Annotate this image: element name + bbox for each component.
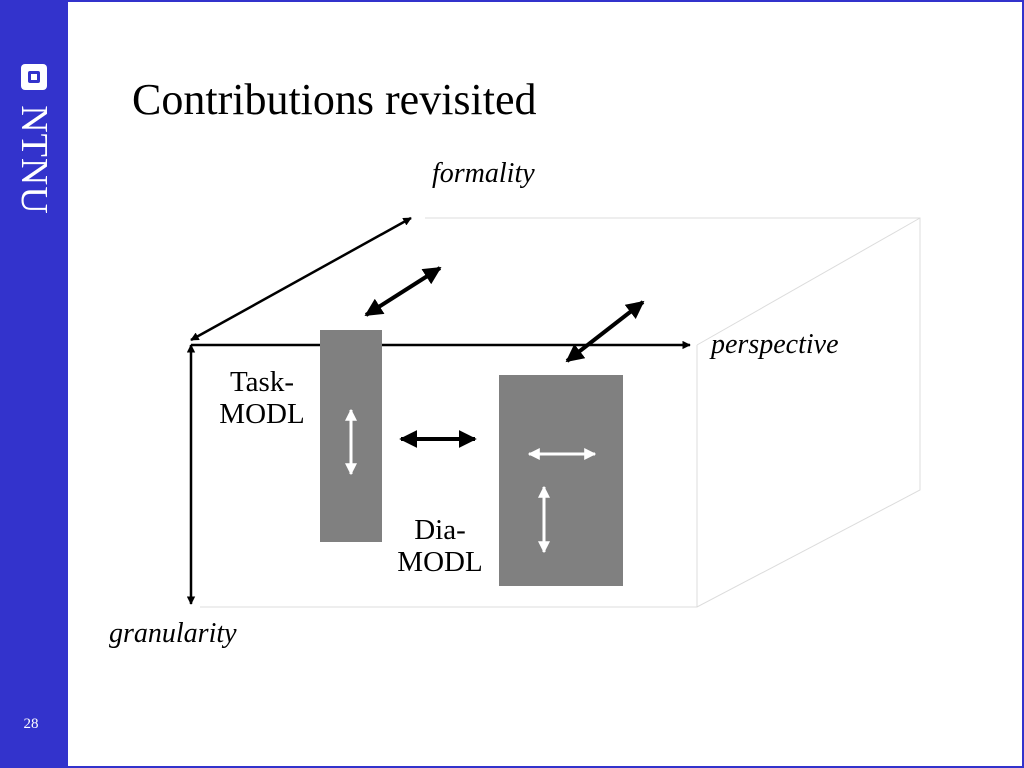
- formality-axis: [190, 216, 412, 342]
- task-modl-formality-arrow: [364, 266, 442, 317]
- task-modl-label: Task- MODL: [204, 366, 320, 430]
- dia-modl-box: [499, 375, 623, 586]
- dia-modl-label-line2: MODL: [397, 546, 483, 578]
- slide-border-bottom: [68, 766, 1024, 768]
- slide-border-right: [1022, 0, 1024, 768]
- dia-modl-formality-arrow: [565, 300, 645, 363]
- slide-border-top: [68, 0, 1024, 2]
- task-modl-label-line1: Task-: [229, 366, 294, 398]
- dia-modl-label: Dia- MODL: [382, 514, 498, 578]
- cube-outline: [200, 217, 921, 608]
- perspective-label: perspective: [711, 329, 839, 360]
- ntnu-logo-icon: [21, 64, 47, 90]
- dia-modl-label-line1: Dia-: [414, 514, 466, 546]
- task-modl-label-line2: MODL: [219, 398, 305, 430]
- granularity-label: granularity: [109, 618, 237, 649]
- page-number: 28: [23, 716, 39, 732]
- slide-title: Contributions revisited: [132, 75, 537, 124]
- formality-label: formality: [432, 158, 535, 189]
- sidebar: NTNU 28: [0, 0, 68, 768]
